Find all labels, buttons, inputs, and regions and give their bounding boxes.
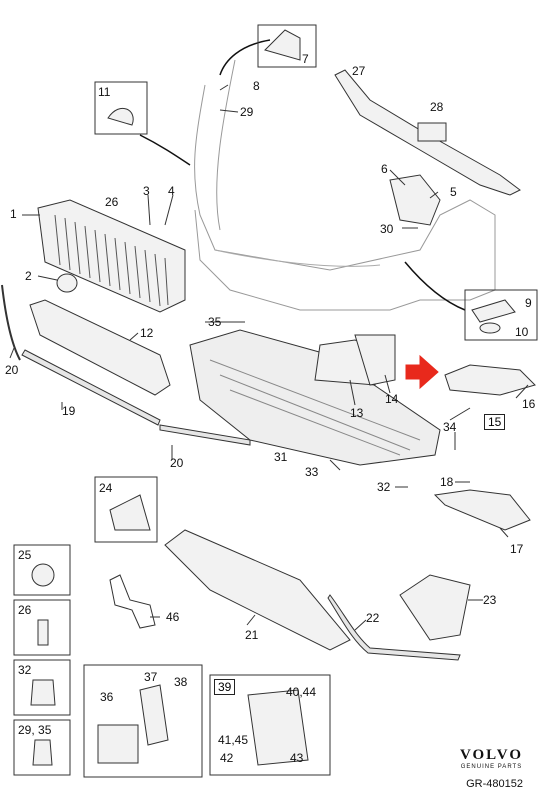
- callout-29-35: 29, 35: [18, 723, 52, 737]
- callout-28: 28: [430, 100, 444, 114]
- inset-7-box: [257, 24, 317, 68]
- bracket-15: [444, 364, 536, 396]
- callout-22: 22: [366, 611, 380, 625]
- brand-name: VOLVO: [459, 747, 523, 763]
- inset-2935-box: [13, 719, 71, 776]
- callout-36: 36: [100, 690, 114, 704]
- callout-8: 8: [253, 79, 260, 93]
- callout-2: 2: [25, 269, 32, 283]
- callout-38: 38: [174, 675, 188, 689]
- callout-46: 46: [166, 610, 180, 624]
- inset-36-box: [83, 664, 203, 778]
- callout-5: 5: [450, 185, 457, 199]
- callout-11: 11: [98, 85, 111, 99]
- callout-9: 9: [525, 296, 532, 310]
- callout-35: 35: [208, 315, 222, 329]
- callout-29: 29: [240, 105, 254, 119]
- callout-30: 30: [380, 222, 394, 236]
- arrow-11: [139, 134, 191, 166]
- inset-11-box: [94, 81, 148, 135]
- brand-sub: GENUINE PARTS: [460, 764, 523, 770]
- callout-39: 39: [214, 679, 236, 695]
- callout-15: 15: [484, 414, 506, 430]
- callout-20-lower: 20: [170, 456, 184, 470]
- badge-2: [56, 273, 78, 293]
- callout-3: 3: [143, 184, 150, 198]
- callout-41-45: 41,45: [218, 733, 249, 747]
- callout-32: 32: [377, 480, 391, 494]
- callout-33: 33: [305, 465, 319, 479]
- strip-19: [21, 349, 161, 426]
- callout-17: 17: [510, 542, 524, 556]
- callout-21: 21: [245, 628, 259, 642]
- figure-id: GR-480152: [466, 778, 523, 790]
- grille-1: [37, 199, 186, 313]
- inset-39-box: [209, 674, 331, 776]
- inset-26-box: [13, 599, 71, 656]
- upper-beam-27: [334, 69, 521, 196]
- bumper-cover: [194, 84, 496, 311]
- callout-32-inset: 32: [18, 663, 32, 677]
- callout-37: 37: [144, 670, 158, 684]
- strip-20-left: [1, 284, 21, 361]
- strip-20-lower: [159, 424, 251, 446]
- lower-grille-21: [164, 529, 351, 651]
- callout-7: 7: [302, 52, 309, 66]
- callout-1: 1: [10, 207, 17, 221]
- lower-grille-12: [29, 299, 171, 396]
- inset-24-box: [94, 476, 158, 543]
- callout-26-inset: 26: [18, 603, 32, 617]
- grille-23: [399, 574, 471, 641]
- fog-grille-14: [354, 334, 396, 386]
- red-arrow: [405, 354, 439, 390]
- callout-25: 25: [18, 548, 32, 562]
- splash-shield-31: [189, 329, 441, 466]
- bracket-46: [109, 574, 156, 629]
- inset-25-box: [13, 544, 71, 596]
- callout-16: 16: [522, 397, 536, 411]
- callout-43: 43: [290, 751, 304, 765]
- grille-bars: [54, 214, 169, 307]
- callout-26-top: 26: [105, 195, 119, 209]
- callout-34: 34: [443, 420, 457, 434]
- inset-32-box: [13, 659, 71, 716]
- arrow-7: [219, 39, 271, 76]
- callout-14: 14: [385, 392, 399, 406]
- callout-20-left: 20: [5, 363, 19, 377]
- bracket-28: [417, 122, 447, 142]
- callout-19: 19: [62, 404, 76, 418]
- inset-9-box: [464, 289, 538, 341]
- callout-31: 31: [274, 450, 288, 464]
- callout-6: 6: [381, 162, 388, 176]
- callout-18: 18: [440, 475, 454, 489]
- callout-24: 24: [99, 481, 113, 495]
- callout-12: 12: [140, 326, 154, 340]
- callout-27: 27: [352, 64, 366, 78]
- callout-13: 13: [350, 406, 364, 420]
- trim-22: [327, 594, 461, 661]
- arrow-9: [404, 261, 466, 311]
- callout-4: 4: [168, 184, 175, 198]
- callout-40-44: 40,44: [286, 685, 317, 699]
- callout-42: 42: [220, 751, 234, 765]
- callout-10: 10: [515, 325, 529, 339]
- bracket-5: [389, 174, 441, 226]
- volvo-logo: VOLVO GENUINE PARTS: [460, 747, 523, 770]
- callout-23: 23: [483, 593, 497, 607]
- bracket-17: [433, 489, 531, 531]
